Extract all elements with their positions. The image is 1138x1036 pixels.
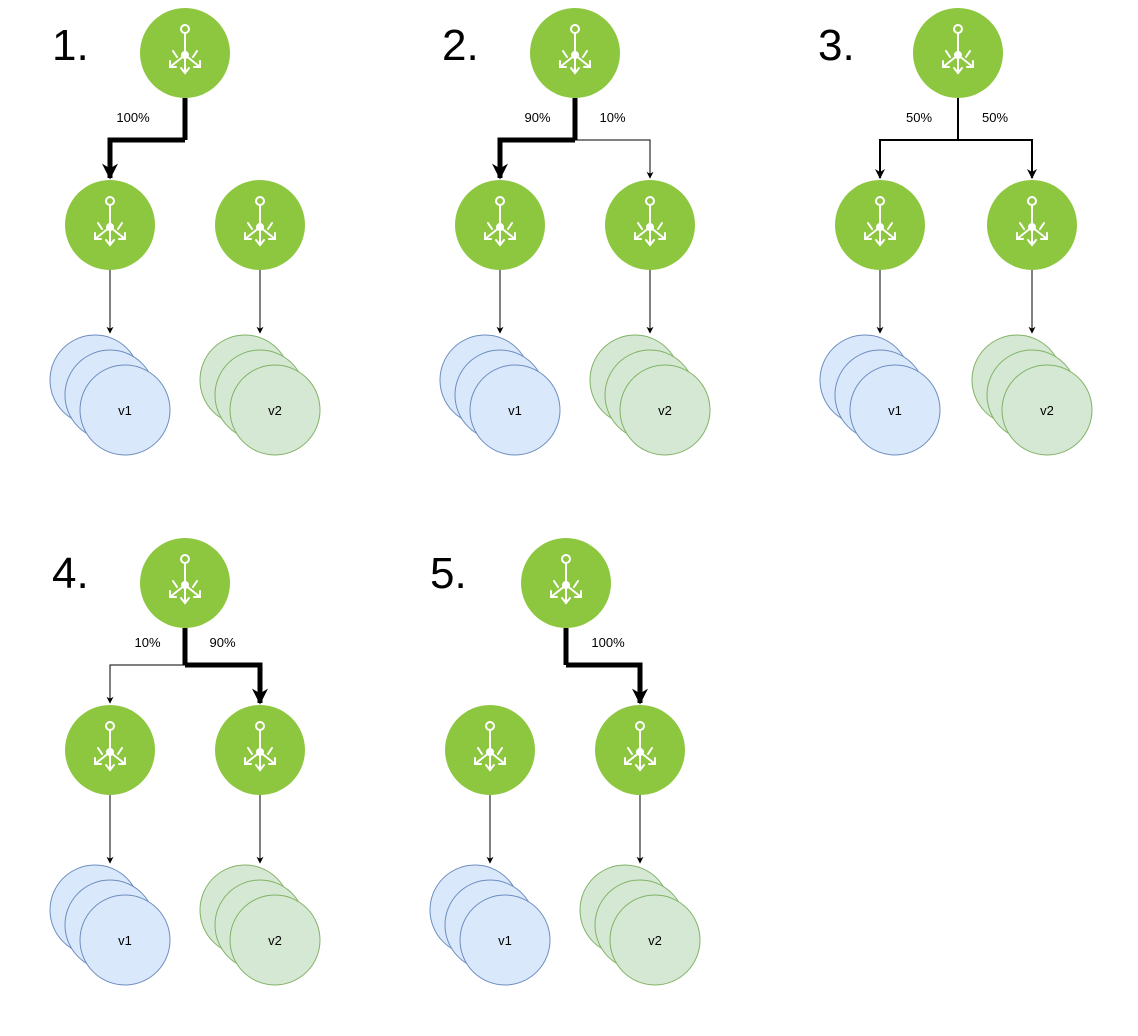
root-router[interactable] xyxy=(530,8,620,98)
v1-pod-stack-label: v1 xyxy=(508,403,522,418)
traffic-edge-v2 xyxy=(575,139,654,179)
v2-router[interactable] xyxy=(215,705,305,795)
v1-router[interactable] xyxy=(65,705,155,795)
step-number: 4. xyxy=(52,549,89,598)
step-number: 3. xyxy=(818,21,855,70)
traffic-edge-v2 xyxy=(566,662,648,705)
load-balancer-split-icon xyxy=(94,721,126,772)
load-balancer-split-icon xyxy=(169,554,201,605)
v2-pod-stack-label: v2 xyxy=(1040,403,1054,418)
load-balancer-split-icon xyxy=(550,554,582,605)
v1-pod-stack: v1 xyxy=(49,334,171,456)
pod-circle xyxy=(79,364,171,456)
load-balancer-split-icon xyxy=(244,721,276,772)
v2-pod-stack-label: v2 xyxy=(268,403,282,418)
step-4: 4. 10% 90% v1 v2 xyxy=(49,538,321,986)
v2-pod-stack: v2 xyxy=(199,864,321,986)
load-balancer-split-icon xyxy=(94,196,126,247)
load-balancer-split-icon xyxy=(474,721,506,772)
traffic-percent-v2: 90% xyxy=(209,635,235,650)
traffic-edge-v1 xyxy=(102,137,185,180)
pod-circle xyxy=(1001,364,1093,456)
step-number: 2. xyxy=(442,21,479,70)
traffic-edge-v2 xyxy=(958,139,1037,179)
v1-pod-stack-label: v1 xyxy=(118,403,132,418)
pod-circle xyxy=(619,364,711,456)
v2-pod-stack-label: v2 xyxy=(648,933,662,948)
traffic-edge-v1 xyxy=(492,137,575,180)
step-5: 5. 100% v1 v2 xyxy=(429,538,701,986)
step-number: 5. xyxy=(430,549,467,598)
load-balancer-split-icon xyxy=(864,196,896,247)
load-balancer-split-icon xyxy=(942,24,974,75)
step-1: 1. 100% v1 v2 xyxy=(49,8,321,456)
v1-router[interactable] xyxy=(455,180,545,270)
v1-pod-stack-label: v1 xyxy=(498,933,512,948)
step-2: 2. 90% 10% v1 v2 xyxy=(439,8,711,456)
root-router[interactable] xyxy=(140,538,230,628)
v2-router[interactable] xyxy=(605,180,695,270)
v1-pod-stack-label: v1 xyxy=(888,403,902,418)
traffic-edge-v2 xyxy=(185,662,268,705)
v1-router[interactable] xyxy=(835,180,925,270)
v2-pod-stack: v2 xyxy=(589,334,711,456)
traffic-percent-v2: 50% xyxy=(982,110,1008,125)
load-balancer-split-icon xyxy=(624,721,656,772)
traffic-percent-v2: 100% xyxy=(591,635,625,650)
v2-router[interactable] xyxy=(987,180,1077,270)
pod-circle xyxy=(229,894,321,986)
root-router[interactable] xyxy=(521,538,611,628)
load-balancer-split-icon xyxy=(169,24,201,75)
load-balancer-split-icon xyxy=(484,196,516,247)
v1-pod-stack: v1 xyxy=(819,334,941,456)
v2-router[interactable] xyxy=(595,705,685,795)
v1-pod-stack-label: v1 xyxy=(118,933,132,948)
load-balancer-split-icon xyxy=(244,196,276,247)
traffic-percent-v1: 10% xyxy=(134,635,160,650)
pod-circle xyxy=(469,364,561,456)
pod-circle xyxy=(229,364,321,456)
load-balancer-split-icon xyxy=(1016,196,1048,247)
traffic-percent-v1: 100% xyxy=(116,110,150,125)
v1-pod-stack: v1 xyxy=(49,864,171,986)
pod-circle xyxy=(79,894,171,986)
v1-pod-stack: v1 xyxy=(439,334,561,456)
v1-pod-stack: v1 xyxy=(429,864,551,986)
v2-pod-stack: v2 xyxy=(579,864,701,986)
traffic-percent-v1: 90% xyxy=(524,110,550,125)
step-number: 1. xyxy=(52,21,89,70)
v2-router[interactable] xyxy=(215,180,305,270)
step-3: 3. 50% 50% v1 v2 xyxy=(818,8,1093,456)
pod-circle xyxy=(609,894,701,986)
v2-pod-stack-label: v2 xyxy=(658,403,672,418)
v2-pod-stack-label: v2 xyxy=(268,933,282,948)
v1-router[interactable] xyxy=(65,180,155,270)
traffic-edge-v1 xyxy=(106,664,185,704)
pod-circle xyxy=(849,364,941,456)
v2-pod-stack: v2 xyxy=(199,334,321,456)
traffic-percent-v1: 50% xyxy=(906,110,932,125)
v2-pod-stack: v2 xyxy=(971,334,1093,456)
load-balancer-split-icon xyxy=(559,24,591,75)
traffic-edge-v1 xyxy=(875,139,958,179)
pod-circle xyxy=(459,894,551,986)
v1-router[interactable] xyxy=(445,705,535,795)
root-router[interactable] xyxy=(140,8,230,98)
traffic-percent-v2: 10% xyxy=(599,110,625,125)
load-balancer-split-icon xyxy=(634,196,666,247)
root-router[interactable] xyxy=(913,8,1003,98)
